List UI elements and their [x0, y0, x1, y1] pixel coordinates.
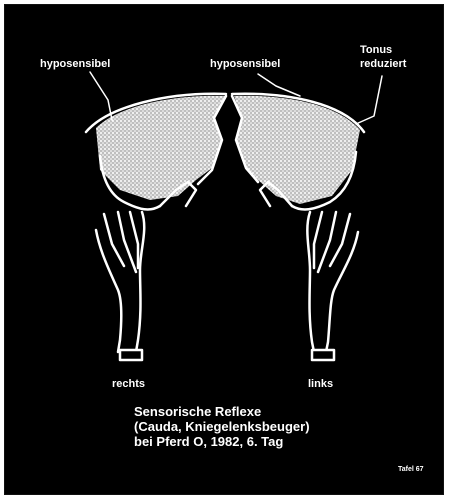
left-hindquarter — [86, 72, 226, 360]
left-leg-front — [96, 230, 121, 352]
left-hoof — [120, 350, 142, 360]
left-hyposensibel-label: hyposensibel — [40, 58, 110, 70]
caption-line-1: Sensorische Reflexe — [134, 404, 310, 419]
right-tendon-2 — [314, 212, 322, 268]
center-hyposensibel-label: hyposensibel — [210, 58, 280, 70]
rechts-label: rechts — [112, 378, 145, 390]
right-leg-front — [326, 232, 358, 352]
right-leg-rear — [307, 212, 314, 352]
tonus-label-line1: Tonus — [360, 44, 392, 56]
caption-line-3: bei Pferd O, 1982, 6. Tag — [134, 434, 310, 449]
left-pointer-line — [90, 72, 112, 120]
right-hindquarter — [232, 74, 382, 360]
plate-number: Tafel 67 — [398, 466, 424, 473]
left-leg-rear — [136, 212, 144, 352]
right-hoof — [312, 350, 334, 360]
caption-line-2: (Cauda, Kniegelenksbeuger) — [134, 419, 310, 434]
links-label: links — [308, 378, 333, 390]
tonus-label-line2: reduziert — [360, 58, 406, 70]
center-pointer-line — [258, 74, 300, 96]
figure-caption: Sensorische Reflexe (Cauda, Kniegelenksb… — [134, 404, 310, 449]
tonus-pointer-line — [356, 76, 382, 124]
